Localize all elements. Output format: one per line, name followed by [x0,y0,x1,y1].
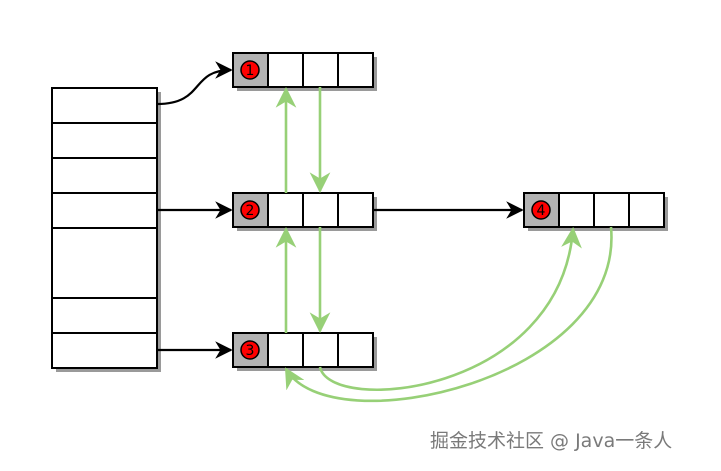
badge-circle [531,200,551,220]
node-slot [337,52,374,88]
node-slot [337,192,374,228]
node-slot [302,192,339,228]
table-row-7 [51,332,158,369]
table-row-4 [51,192,158,229]
node-slot [302,332,339,368]
hash-table [51,87,161,372]
badge-label: 1 [246,63,255,79]
node-2: 2 [232,192,377,231]
node-slot [628,192,665,228]
node-slot [267,52,304,88]
arrow-table-row-1-to-n1 [156,61,233,106]
table-row-5 [51,227,158,299]
badge-label: 4 [537,203,546,219]
node-slot [267,332,304,368]
node-1: 1 [232,52,377,91]
node-slot [593,192,630,228]
table-row-3 [51,157,158,194]
link-arrow-n4-to-n3 [284,226,613,403]
table-row-2 [51,122,158,159]
node-head-cell [523,192,560,228]
node-slot [337,332,374,368]
node-3: 3 [232,332,377,371]
badge-label: 3 [246,343,255,359]
node-slot [267,192,304,228]
link-arrow-n3-to-n4 [318,226,582,391]
node-head-cell [232,52,269,88]
badge-circle [240,200,260,220]
table-row-1 [51,87,158,124]
watermark: 掘金技术社区 @ Java一条人 [430,430,673,452]
table-row-6 [51,297,158,334]
node-slot [558,192,595,228]
node-4: 4 [523,192,668,231]
node-slot [302,52,339,88]
badge-label: 2 [246,203,255,219]
badge-circle [240,60,260,80]
badge-circle [240,340,260,360]
